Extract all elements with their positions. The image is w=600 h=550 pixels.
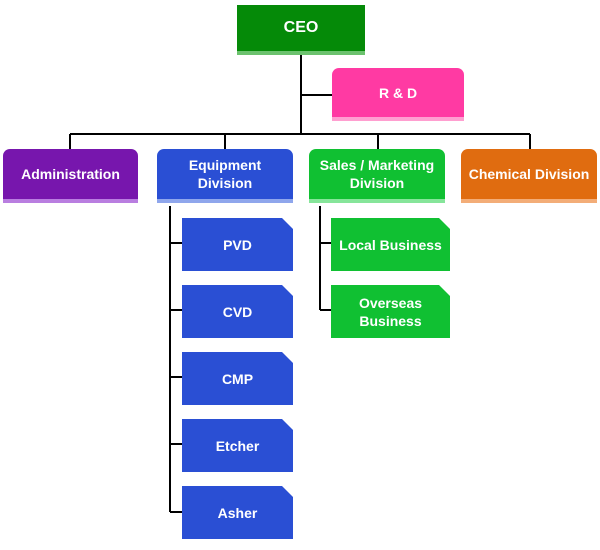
asher-label: Asher xyxy=(217,504,258,521)
overseas-business-label: Overseas Business xyxy=(358,294,423,329)
sales-marketing-division-label: Sales / Marketing Division xyxy=(319,157,435,191)
ceo-box: CEO xyxy=(237,5,365,55)
local-business-box: Local Business xyxy=(331,218,450,271)
cvd-label: CVD xyxy=(222,303,253,320)
pvd-label: PVD xyxy=(223,236,252,253)
cmp-label: CMP xyxy=(221,370,254,387)
ceo-label: CEO xyxy=(283,19,319,36)
etcher-box: Etcher xyxy=(182,419,293,472)
cmp-box: CMP xyxy=(182,352,293,405)
sales-marketing-division-box: Sales / Marketing Division xyxy=(309,149,445,203)
equipment-division-box: Equipment Division xyxy=(157,149,293,203)
overseas-business-box: Overseas Business xyxy=(331,285,450,338)
local-business-label: Local Business xyxy=(339,236,442,253)
administration-label: Administration xyxy=(21,166,120,182)
cvd-box: CVD xyxy=(182,285,293,338)
administration-box: Administration xyxy=(3,149,138,203)
rnd-box: R & D xyxy=(332,68,464,121)
rnd-label: R & D xyxy=(378,84,418,101)
equipment-division-label: Equipment Division xyxy=(188,157,262,191)
etcher-label: Etcher xyxy=(215,437,260,454)
asher-box: Asher xyxy=(182,486,293,539)
chemical-division-label: Chemical Division xyxy=(468,166,590,182)
chemical-division-box: Chemical Division xyxy=(461,149,597,203)
pvd-box: PVD xyxy=(182,218,293,271)
